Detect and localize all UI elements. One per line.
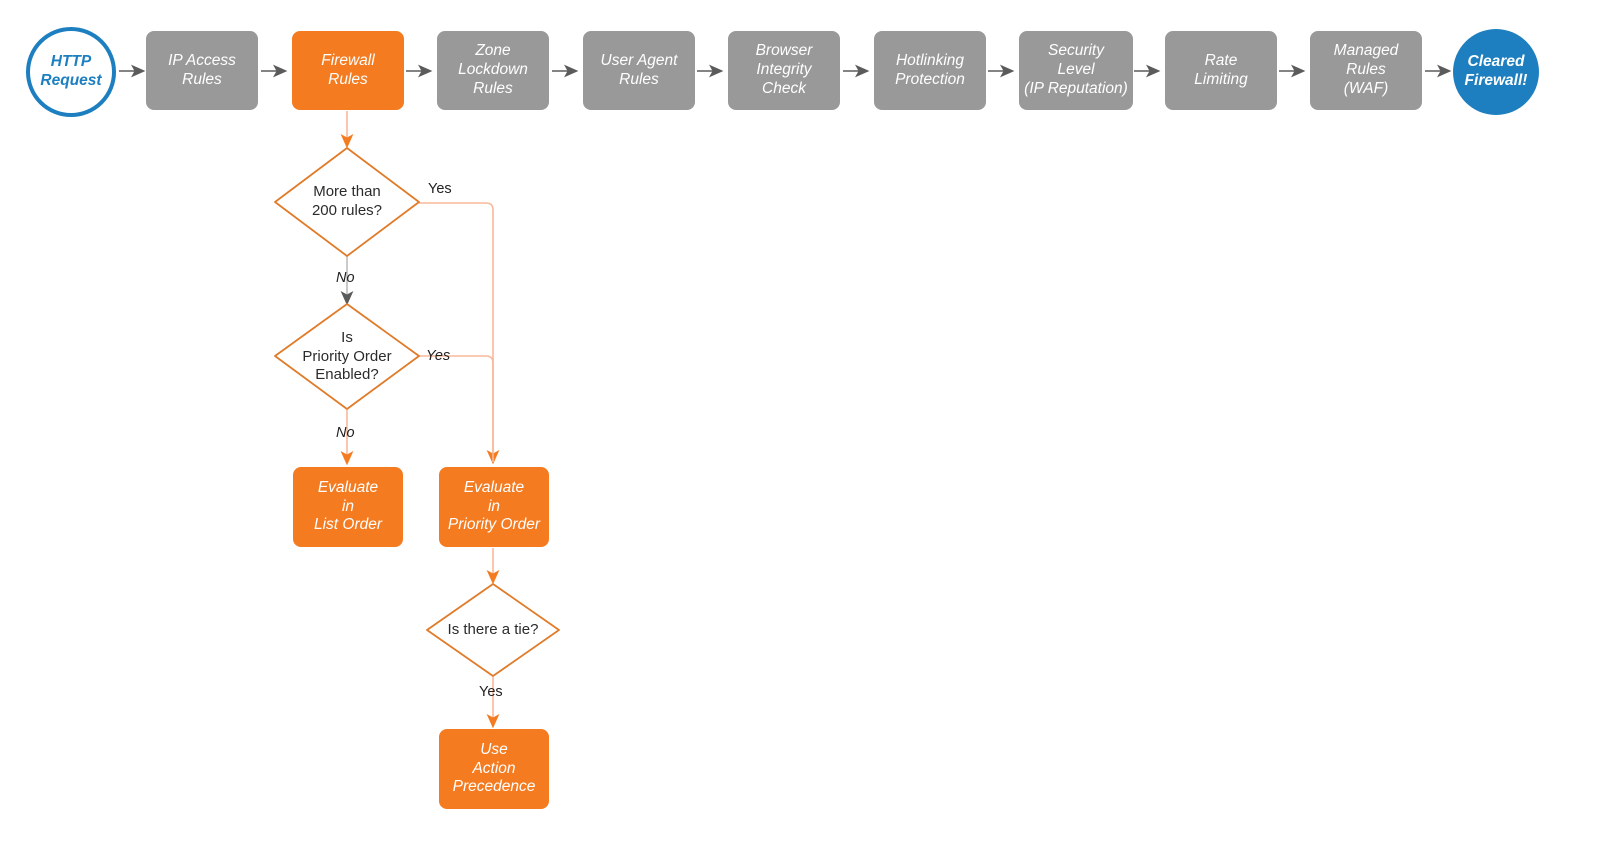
stage-line: Rules: [182, 70, 222, 88]
node-evaluate-in-list-order[interactable]: Evaluate in List Order: [293, 467, 403, 547]
http-request-line1: HTTP: [50, 53, 92, 71]
node-rate-limiting[interactable]: Rate Limiting: [1165, 31, 1277, 110]
decision-line: Is there a tie?: [447, 620, 539, 638]
stage-line: (IP Reputation): [1024, 79, 1128, 97]
stage-line: Rules: [328, 70, 368, 88]
edge-label-no-200-rules: No: [336, 270, 355, 286]
stage-line: Integrity: [756, 61, 812, 79]
decision-line: More than: [313, 183, 381, 201]
edge-decision1-yes: [419, 202, 500, 465]
node-user-agent-rules[interactable]: User Agent Rules: [583, 31, 695, 110]
stage-line: Rules: [619, 70, 659, 88]
stage-line: Rules: [1346, 61, 1386, 79]
decision-line: Enabled?: [315, 366, 379, 384]
stage-line: (WAF): [1343, 79, 1389, 97]
node-evaluate-in-priority-order[interactable]: Evaluate in Priority Order: [439, 467, 549, 547]
http-request-line2: Request: [40, 72, 102, 89]
stage-line: Limiting: [1194, 70, 1248, 88]
decision-shapes: [274, 147, 560, 677]
diamond-more-than-200-rules: [274, 147, 420, 257]
node-use-action-precedence[interactable]: Use Action Precedence: [439, 729, 549, 809]
stage-line: Hotlinking: [895, 51, 965, 69]
node-http-request[interactable]: HTTP Request: [26, 27, 116, 117]
node-managed-rules-waf[interactable]: Managed Rules (WAF): [1310, 31, 1422, 110]
decision-label-is-there-a-tie[interactable]: Is there a tie?: [428, 614, 558, 646]
node-browser-integrity-check[interactable]: Browser Integrity Check: [728, 31, 840, 110]
edge-label-yes-tie: Yes: [479, 684, 503, 700]
cleared-firewall-line1: Cleared: [1467, 53, 1525, 71]
stage-line: Lockdown: [458, 61, 528, 79]
decision-line: 200 rules?: [311, 202, 383, 219]
stage-line: Browser: [755, 42, 813, 60]
decision-line: Is: [341, 328, 353, 346]
stage-line: Protection: [895, 70, 965, 88]
node-hotlinking-protection[interactable]: Hotlinking Protection: [874, 31, 986, 110]
outcome-line: List Order: [313, 516, 383, 534]
outcome-line: Evaluate: [463, 478, 525, 496]
stage-line: IP Access: [168, 51, 236, 69]
decision-line: Priority Order: [302, 347, 392, 365]
node-firewall-rules[interactable]: Firewall Rules: [292, 31, 404, 110]
outcome-line: Priority Order: [447, 516, 541, 534]
diamond-is-priority-order-enabled: [274, 303, 420, 410]
outcome-line: Precedence: [452, 778, 536, 796]
decision-label-is-priority-order-enabled[interactable]: Is Priority Order Enabled?: [280, 322, 414, 392]
stage-line: User Agent: [600, 51, 678, 69]
stage-line: Rules: [473, 79, 513, 97]
stage-line: Firewall: [321, 51, 375, 69]
edge-decision2-yes: [419, 355, 494, 462]
outcome-line: Action: [472, 759, 516, 777]
outcome-line: in: [341, 497, 355, 515]
stage-line: Zone: [475, 42, 511, 60]
stage-line: Level: [1057, 61, 1095, 79]
edge-label-no-priority-order: No: [336, 425, 355, 441]
outcome-line: Evaluate: [317, 478, 379, 496]
node-ip-access-rules[interactable]: IP Access Rules: [146, 31, 258, 110]
outcome-line: in: [487, 497, 501, 515]
decision-label-more-than-200-rules[interactable]: More than 200 rules?: [287, 170, 407, 234]
diamond-is-there-a-tie: [426, 583, 560, 677]
node-cleared-firewall[interactable]: Cleared Firewall!: [1453, 29, 1539, 115]
stage-line: Rate: [1204, 51, 1238, 69]
outcome-line: Use: [480, 740, 508, 758]
edge-label-yes-priority-order: Yes: [426, 348, 451, 364]
stage-line: Check: [762, 79, 806, 97]
stage-line: Managed: [1333, 42, 1399, 60]
cleared-firewall-line2: Firewall!: [1464, 72, 1528, 89]
node-zone-lockdown-rules[interactable]: Zone Lockdown Rules: [437, 31, 549, 110]
stage-line: Security: [1047, 42, 1104, 60]
edge-label-yes-200-rules: Yes: [428, 181, 452, 197]
node-security-level[interactable]: Security Level (IP Reputation): [1019, 31, 1133, 110]
